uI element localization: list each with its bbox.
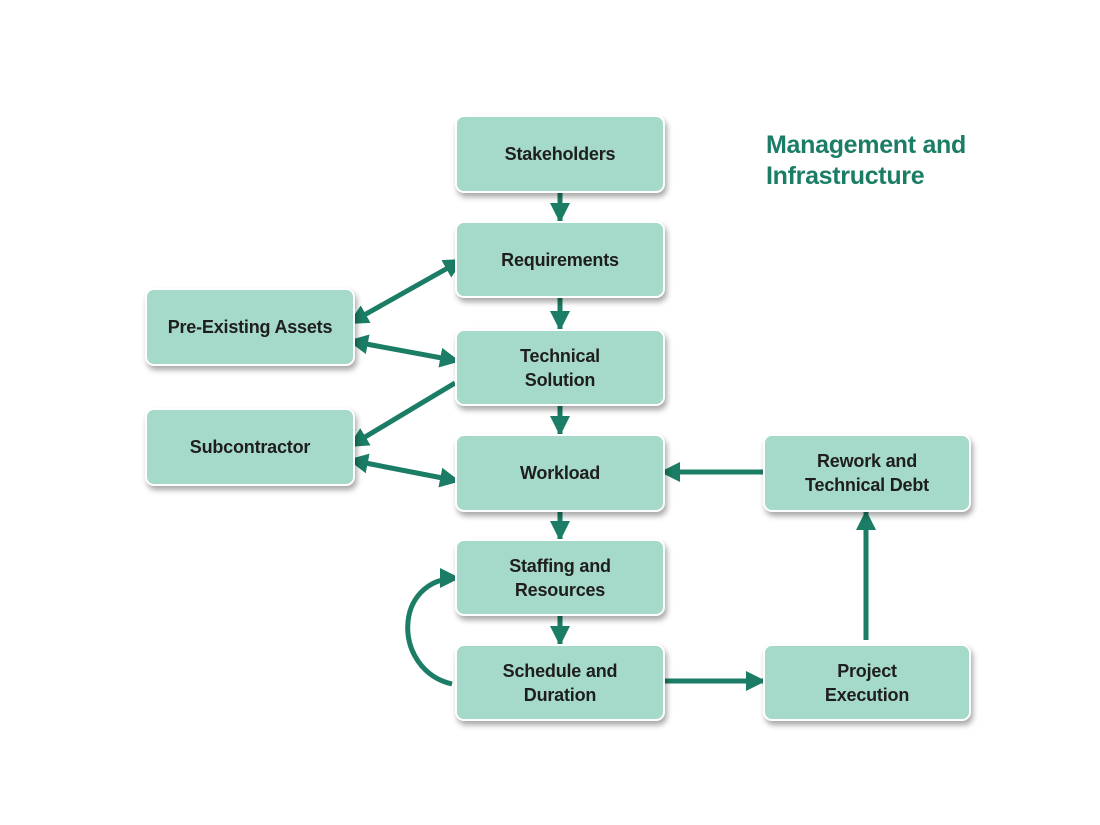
- stakeholders-node: Stakeholders: [455, 115, 665, 193]
- edge-requirements-pre-existing-assets: [348, 257, 464, 326]
- edge-workload-subcontractor: [348, 453, 460, 488]
- rework-technical-debt-node: Rework and Technical Debt: [763, 434, 971, 512]
- edge-technical-solution-pre-existing-assets: [348, 334, 460, 368]
- project-execution-node: Project Execution: [763, 644, 971, 721]
- edge-schedule-to-staffing-loop: [405, 568, 460, 687]
- technical-solution-node: Technical Solution: [455, 329, 665, 406]
- staffing-resources-node: Staffing and Resources: [455, 539, 665, 616]
- workload-node: Workload: [455, 434, 665, 512]
- schedule-duration-node: Schedule and Duration: [455, 644, 665, 721]
- subcontractor-node: Subcontractor: [145, 408, 355, 486]
- diagram-title: Management and Infrastructure: [766, 131, 966, 190]
- requirements-node: Requirements: [455, 221, 665, 298]
- pre-existing-assets-node: Pre-Existing Assets: [145, 288, 355, 366]
- edge-technical-solution-to-subcontractor: [348, 380, 457, 449]
